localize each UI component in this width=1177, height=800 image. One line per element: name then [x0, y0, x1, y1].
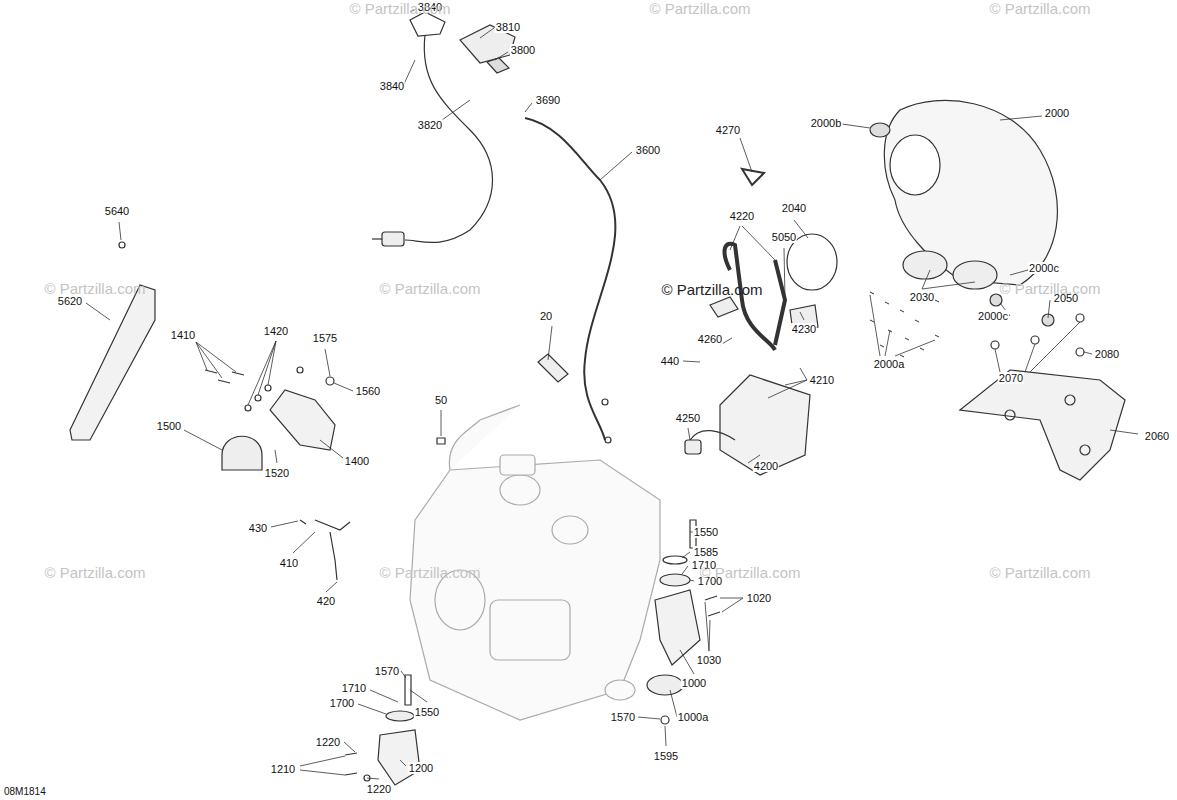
callout-number: 3820 [417, 119, 443, 131]
callout-number: 5640 [104, 205, 130, 217]
callout-number: 2000c [977, 310, 1009, 322]
watermark: © Partzilla.com [648, 1, 751, 17]
callout-number: 2060 [1144, 430, 1170, 442]
watermark: © Partzilla.com [43, 281, 146, 297]
callout-number: 1210 [270, 763, 296, 775]
callout-number: 1220 [315, 736, 341, 748]
callout-number: 20 [539, 310, 553, 322]
callout-number: 2070 [998, 372, 1024, 384]
clip-group [870, 292, 939, 357]
watermark: © Partzilla.com [998, 281, 1101, 297]
callout-number: 430 [248, 522, 268, 534]
callout-number: 1595 [653, 750, 679, 762]
callout-number: 1710 [341, 682, 367, 694]
callout-number: 1570 [610, 711, 636, 723]
callout-number: 5050 [771, 231, 797, 243]
callout-number: 2000c [1028, 262, 1060, 274]
callout-number: 2080 [1094, 348, 1120, 360]
callout-number: 1400 [344, 455, 370, 467]
callout-number: 410 [279, 557, 299, 569]
callout-number: 1020 [746, 592, 772, 604]
watermark: © Partzilla.com [698, 565, 801, 581]
callout-number: 4210 [809, 374, 835, 386]
callout-number: 1575 [312, 332, 338, 344]
callout-number: 1570 [374, 665, 400, 677]
callout-number: 4220 [729, 210, 755, 222]
callout-number: 2000 [1044, 107, 1070, 119]
callout-number: 1500 [156, 420, 182, 432]
callout-number: 1200 [408, 762, 434, 774]
callout-number: 3690 [535, 94, 561, 106]
callout-number: 1520 [264, 467, 290, 479]
callout-number: 3600 [635, 144, 661, 156]
callout-number: 3840 [379, 80, 405, 92]
parts-drawing [70, 12, 1125, 785]
callout-number: 3800 [510, 44, 536, 56]
callout-number: 4230 [791, 323, 817, 335]
callout-number: 440 [660, 355, 680, 367]
callout-number: 4270 [715, 124, 741, 136]
callout-number: 1220 [366, 783, 392, 795]
callout-number: 420 [316, 595, 336, 607]
callout-number: 1000a [677, 711, 710, 723]
callout-number: 1550 [414, 706, 440, 718]
callout-number: 1700 [329, 697, 355, 709]
watermark: © Partzilla.com [348, 1, 451, 17]
watermark: © Partzilla.com [378, 565, 481, 581]
watermark: © Partzilla.com [660, 282, 763, 298]
callout-number: 3810 [495, 21, 521, 33]
callout-number: 4250 [675, 412, 701, 424]
watermark: © Partzilla.com [988, 1, 1091, 17]
callout-number: 2000a [873, 358, 906, 370]
callout-number: 2040 [781, 202, 807, 214]
callout-number: 4260 [697, 333, 723, 345]
callout-number: 50 [434, 394, 448, 406]
callout-number: 2030 [909, 291, 935, 303]
watermark: © Partzilla.com [43, 565, 146, 581]
callout-number: 4200 [753, 460, 779, 472]
callout-number: 1585 [693, 546, 719, 558]
callout-number: 1420 [263, 325, 289, 337]
callout-number: 1000 [681, 677, 707, 689]
leader-lines [86, 8, 1138, 779]
watermark: © Partzilla.com [988, 565, 1091, 581]
watermark: © Partzilla.com [378, 281, 481, 297]
callout-number: 1030 [696, 654, 722, 666]
callout-number: 1410 [170, 329, 196, 341]
callout-number: 1560 [355, 385, 381, 397]
callout-number: 2000b [810, 117, 843, 129]
drawing-code: 08M1814 [3, 786, 47, 798]
callout-number: 1550 [693, 526, 719, 538]
